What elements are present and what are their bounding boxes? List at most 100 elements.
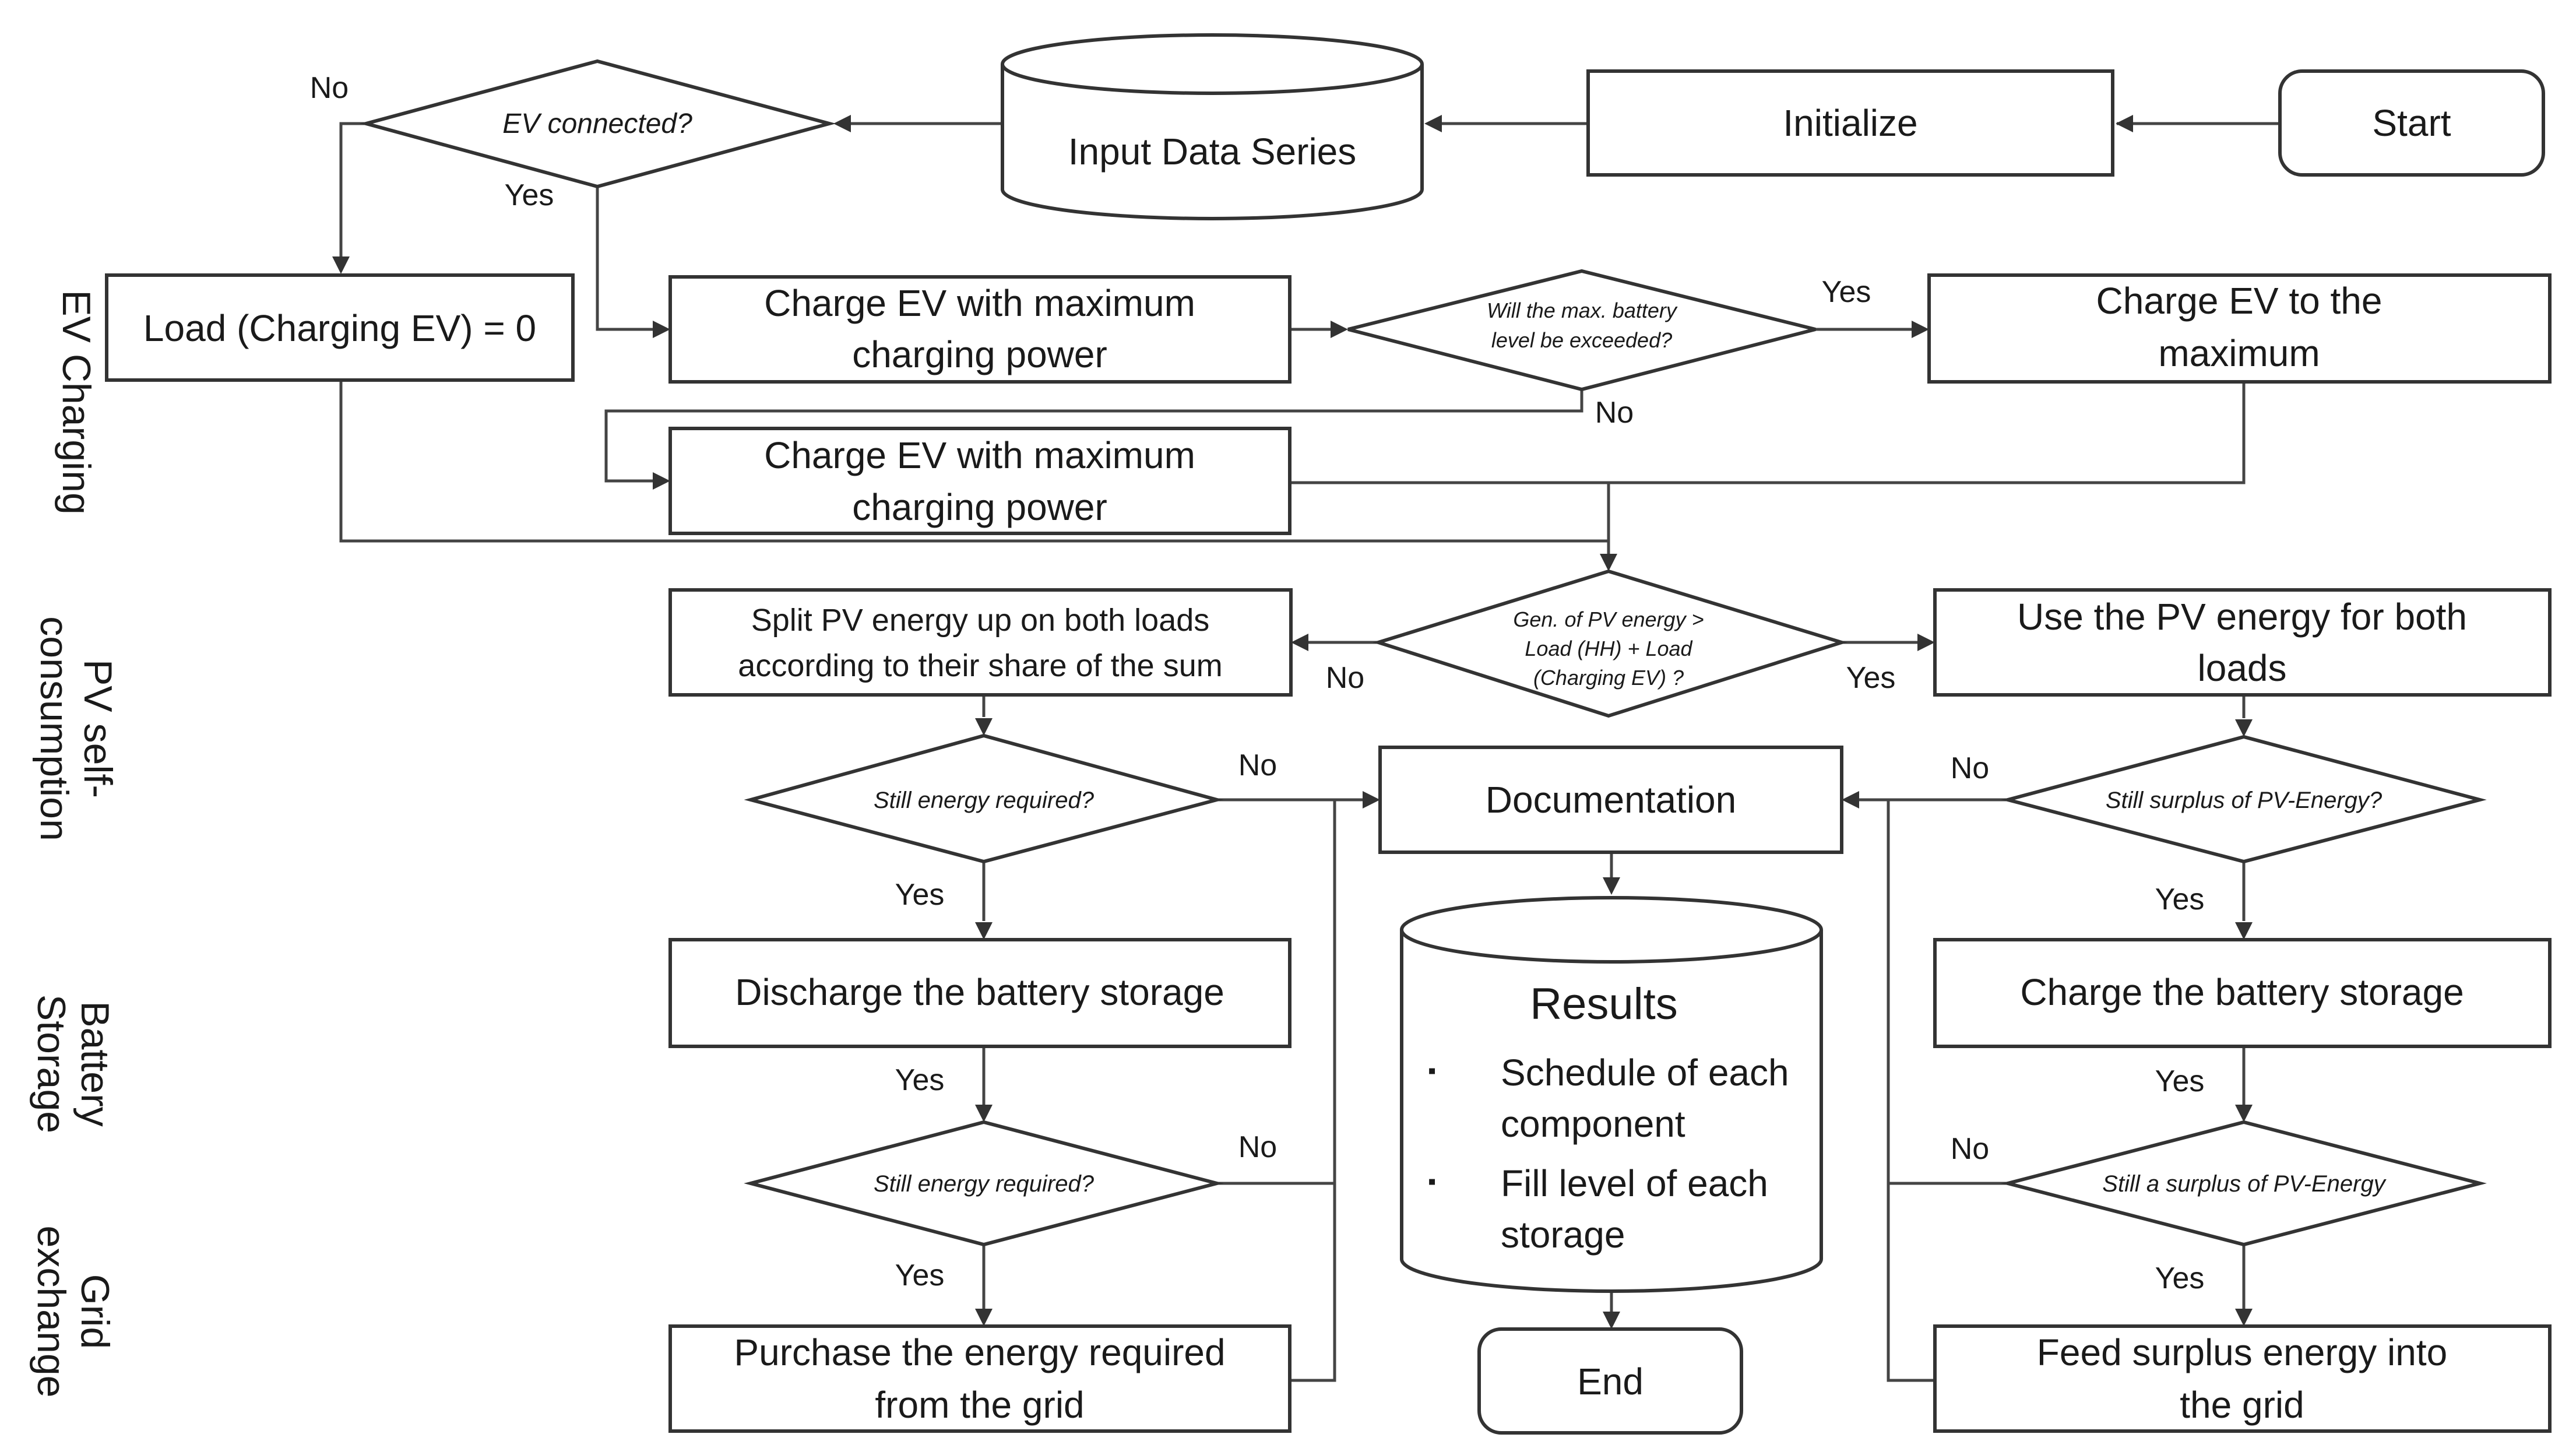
load-zero-label: Load (Charging EV) = 0 [143,307,536,349]
node-feed: Feed surplus energy into the grid [1933,1324,2552,1433]
arrowhead [975,1309,993,1326]
lane-grid-line2: exchange [29,1226,73,1398]
label-yes-chargebattery: Yes [2155,1064,2205,1098]
node-use-pv: Use the PV energy for both loads [1933,588,2552,697]
label-no-surplus2: No [1951,1132,1989,1166]
label-yes-evconnected: Yes [505,178,554,212]
use-pv-shape [1933,588,2552,697]
results-item-1-line1: Schedule of each [1501,1052,1789,1094]
label-yes-genpv: Yes [1846,661,1896,695]
node-documentation: Documentation [1378,746,1843,854]
label-yes-surplus2: Yes [2155,1261,2205,1295]
node-gen-pv: Gen. of PV energy > Load (HH) + Load (Ch… [1372,569,1848,718]
end-label: End [1577,1361,1644,1403]
node-discharge: Discharge the battery storage [668,938,1291,1048]
results-cylinder-top [1400,896,1823,964]
charge-max-1-line2: charging power [852,333,1107,375]
arrowhead [2235,719,2253,737]
lane-pv-line1: PV self- [76,659,120,798]
ev-connected-diamond [359,59,836,189]
arrow-yes-chargemax1 [596,187,653,331]
node-split-pv: Split PV energy up on both loads accordi… [668,588,1293,697]
split-pv-line2: according to their share of the sum [738,648,1222,683]
start-label: Start [2372,102,2451,144]
node-charge-max-2: Charge EV with maximum charging power [668,427,1291,535]
node-start: Start [2278,69,2545,177]
purchase-line1: Purchase the energy required [734,1331,1225,1373]
arrow-chargetomax-merge [1609,382,2246,484]
line-left-merge [1291,800,1336,1382]
arrowhead [1331,321,1348,338]
line-right-merge [1887,800,1935,1382]
label-no-required1: No [1238,748,1277,782]
lane-ev-charging: EV Charging [54,290,98,515]
gen-pv-line3: (Charging EV) ? [1533,666,1684,690]
node-end: End [1477,1327,1743,1435]
battery-exceeded-diamond [1347,269,1816,392]
node-still-required-1: Still energy required? [744,733,1224,864]
input-cylinder-top [1001,33,1424,95]
lane-battery-line1: Battery [73,1001,117,1126]
load-zero-shape [105,273,575,382]
still-surplus-1-label: Still surplus of PV-Energy? [2106,788,2383,813]
label-yes-surplus1: Yes [2155,883,2205,916]
lane-pv-line2: consumption [32,616,76,841]
still-required-1-diamond [744,733,1224,864]
results-bullet-2: ▪ [1428,1169,1436,1194]
charge-to-max-shape [1927,273,2552,384]
lane-labels: EV Charging PV self- consumption Battery… [29,290,120,1397]
label-yes-discharge: Yes [895,1063,945,1097]
arrowhead [332,256,350,274]
charge-battery-label: Charge the battery storage [2020,971,2464,1013]
charge-to-max-line2: maximum [2158,332,2320,374]
arrowhead [1600,554,1617,571]
input-label: Input Data Series [1068,131,1357,173]
node-purchase: Purchase the energy required from the gr… [668,1324,1291,1433]
arrowhead [653,321,670,338]
input-cylinder-body [1001,64,1424,220]
arrowhead [1424,115,1442,132]
arrowhead [1603,1312,1620,1329]
split-pv-shape [668,588,1293,697]
results-item-2-line1: Fill level of each [1501,1162,1768,1204]
label-yes-required2: Yes [895,1259,945,1292]
arrowhead [1603,877,1620,895]
arrow-no-loadzero [339,122,366,256]
label-no-evconnected: No [310,71,349,105]
lane-grid-line1: Grid [73,1274,117,1349]
label-yes-exceeded: Yes [1822,275,1871,309]
arrow-no-chargemax2 [604,389,1583,483]
discharge-label: Discharge the battery storage [735,971,1224,1013]
arrowhead [2116,115,2133,132]
node-still-surplus-1: Still surplus of PV-Energy? [2001,734,2487,864]
charge-to-max-line1: Charge EV to the [2096,280,2383,322]
charge-max-1-line1: Charge EV with maximum [764,282,1195,324]
use-pv-line1: Use the PV energy for both [2017,596,2467,638]
gen-pv-diamond [1372,569,1848,718]
arrowhead [1842,791,1859,809]
arrowhead [2235,1309,2253,1326]
gen-pv-line1: Gen. of PV energy > [1513,607,1704,631]
charge-max-2-line1: Charge EV with maximum [764,434,1195,476]
end-shape [1477,1327,1743,1435]
arrowhead [1363,791,1380,809]
arrowhead [2235,922,2253,940]
ev-connected-label: EV connected? [502,108,692,139]
purchase-line2: from the grid [875,1384,1084,1426]
gen-pv-line2: Load (HH) + Load [1525,637,1692,660]
charge-max-2-line2: charging power [852,486,1107,528]
arrowhead [833,115,851,132]
node-battery-exceeded: Will the max. battery level be exceeded? [1347,269,1816,392]
node-charge-to-max: Charge EV to the maximum [1927,273,2552,384]
node-ev-connected: EV connected? [359,59,836,189]
arrowhead [2235,1105,2253,1122]
label-no-genpv: No [1326,661,1364,695]
results-item-1-line2: component [1501,1103,1685,1145]
arrowhead [975,1105,993,1122]
arrowhead [653,472,670,490]
arrow-loadzero-merge [339,382,1609,543]
feed-line1: Feed surplus energy into [2037,1331,2447,1373]
still-surplus-1-diamond [2001,734,2487,864]
arrowhead [1917,634,1935,651]
